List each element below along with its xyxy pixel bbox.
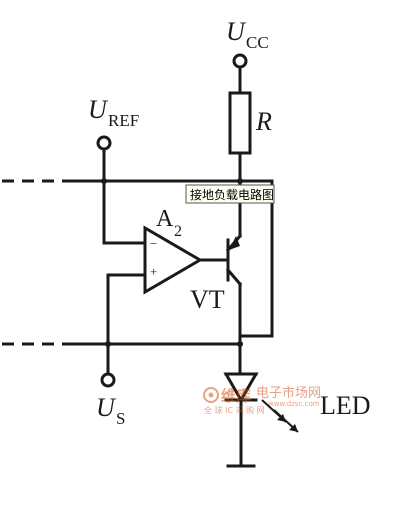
- us-terminal: [100, 372, 116, 388]
- watermark-site: 电子市场网: [256, 385, 321, 401]
- uref-bus-junction: [101, 178, 107, 184]
- resistor-r: [228, 91, 252, 155]
- opamp-plus-sign: +: [150, 264, 157, 279]
- tooltip: 接地负载电路图: [185, 184, 275, 204]
- watermark-logo-icon: [203, 387, 219, 403]
- transistor-collector: [225, 267, 243, 287]
- led-diode: [223, 372, 259, 404]
- transistor-emitter-arrow: [229, 236, 240, 250]
- tooltip-text: 接地负载电路图: [190, 187, 274, 202]
- opamp-minus-sign: −: [150, 236, 157, 251]
- transistor-label: VT: [190, 285, 225, 314]
- watermark-slogan: 全 球 IC 采 购 网: [204, 405, 265, 415]
- ucc-terminal: [232, 53, 248, 69]
- ucc-label: U: [226, 17, 247, 46]
- ucc-label-sub: CC: [246, 33, 269, 52]
- uref-terminal: [96, 135, 112, 151]
- opamp-label-sub: 2: [174, 223, 182, 240]
- uref-label-sub: REF: [108, 111, 139, 130]
- opamp-label: A: [156, 206, 174, 232]
- opamp-a2: [143, 225, 203, 295]
- watermark-url: www.dzsc.com: [268, 400, 320, 408]
- us-label-sub: S: [116, 409, 125, 428]
- watermark: 维库 电子市场网 www.dzsc.com 全 球 IC 采 购 网: [203, 385, 321, 415]
- led-label: LED: [320, 391, 371, 420]
- resistor-label: R: [255, 107, 272, 136]
- watermark-brand: 维库: [221, 387, 251, 405]
- led-emission-arrowhead-2: [289, 424, 298, 432]
- collector-junction: [237, 341, 243, 347]
- uref-label: U: [88, 95, 109, 124]
- top-bus-junction: [237, 178, 243, 184]
- us-label: U: [96, 393, 117, 422]
- tooltip-box: [185, 184, 275, 204]
